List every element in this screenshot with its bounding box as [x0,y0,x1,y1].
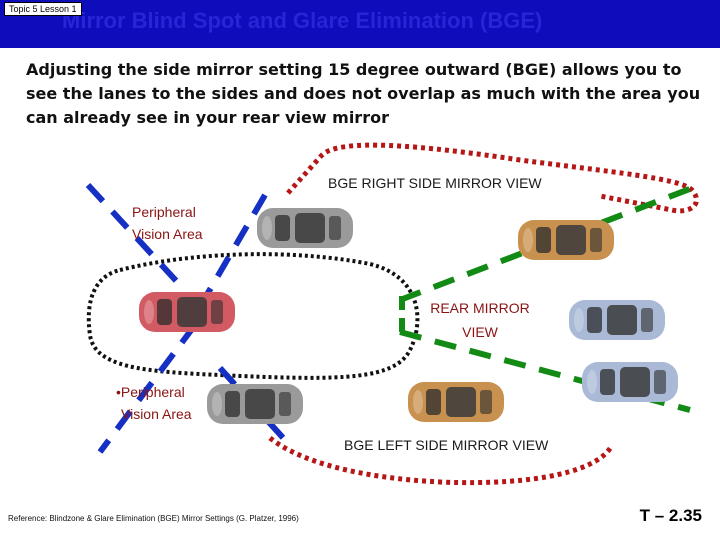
peripheral-line-upper-left [85,182,183,288]
header-bar [0,0,720,48]
car-gray-lower-icon [207,384,303,424]
car-gold-lower-icon [408,382,504,422]
bge-left-zone [268,436,615,486]
peripheral-lower-label-2: Vision Area [121,406,192,422]
rear-mirror-label-2: VIEW [462,324,498,340]
bge-right-label: BGE RIGHT SIDE MIRROR VIEW [328,175,542,191]
car-blue-upper-icon [569,300,665,340]
peripheral-upper-label-2: Vision Area [132,226,203,242]
slide-number: T – 2.35 [639,506,702,525]
intro-text: Adjusting the side mirror setting 15 deg… [26,60,701,127]
peripheral-line-lower-left [97,323,198,454]
car-gray-upper-icon [257,208,353,248]
driver-vision-zone [86,252,420,380]
rear-mirror-lower-edge [399,329,691,413]
peripheral-line-upper-right [202,193,268,300]
slide-title: Mirror Blind Spot and Glare Elimination … [62,8,543,33]
car-red-driver-icon [139,292,235,332]
reference-note: Reference: Blindzone & Glare Elimination… [8,514,299,523]
bge-left-label: BGE LEFT SIDE MIRROR VIEW [344,437,549,453]
bge-right-zone [286,142,699,214]
rear-mirror-label-1: REAR MIRROR [430,300,530,316]
topic-tag: Topic 5 Lesson 1 [4,2,82,16]
peripheral-upper-label-1: Peripheral [132,204,196,220]
car-blue-lower-icon [582,362,678,402]
peripheral-lower-label-1: •Peripheral [116,384,185,400]
car-gold-upper-icon [518,220,614,260]
